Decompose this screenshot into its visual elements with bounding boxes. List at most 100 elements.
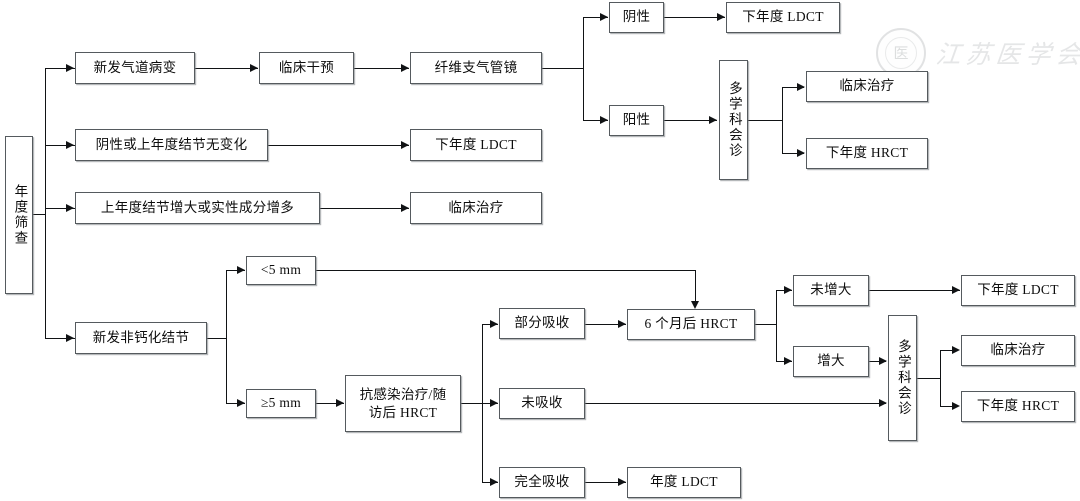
edge-lt5-long [316, 270, 696, 272]
edge-mdt-to-treatment-top [782, 87, 804, 89]
node-label: 下年度 LDCT [977, 282, 1059, 298]
node-next-year-hrct-bottom[interactable]: 下年度 HRCT [961, 391, 1075, 422]
node-positive[interactable]: 阳性 [609, 105, 664, 136]
arrow-to-enlarged [784, 356, 792, 365]
node-label: 阳性 [622, 112, 651, 128]
node-new-noncalcified-nodule[interactable]: 新发非钙化结节 [75, 322, 207, 354]
node-mdt-top[interactable]: 多学科会诊 [719, 60, 748, 180]
node-annual-ldct[interactable]: 年度 LDCT [627, 467, 741, 498]
node-prior-nodule-growth[interactable]: 上年度结节增大或实性成分增多 [75, 192, 320, 224]
arrow-notenlarged-to-ldct [952, 285, 960, 294]
edge-intervention-to-bronchoscopy [354, 68, 409, 70]
node-next-year-hrct-top[interactable]: 下年度 HRCT [806, 138, 928, 169]
arrow-partial-to-hrct6m [618, 319, 626, 328]
node-label: 部分吸收 [514, 315, 570, 331]
edge-to-ge5 [226, 403, 245, 405]
edge-to-positive [583, 120, 608, 122]
node-label: 下年度 HRCT [976, 398, 1060, 414]
edge-mdt-to-treatment-bottom [940, 350, 953, 352]
node-not-enlarged[interactable]: 未增大 [793, 275, 869, 306]
node-label: 下年度 LDCT [435, 136, 517, 152]
node-no-absorption[interactable]: 未吸收 [499, 388, 585, 419]
node-label: 临床治疗 [448, 199, 504, 215]
arrow-noabsorb-to-mdt [879, 398, 887, 407]
edge-noabsorb-to-mdt [585, 403, 886, 405]
node-label: 未增大 [810, 282, 852, 298]
node-label: 增大 [817, 353, 845, 369]
node-mdt-bottom[interactable]: 多学科会诊 [888, 315, 917, 441]
node-label: 临床治疗 [990, 342, 1046, 358]
edge-partial-to-hrct6m [585, 324, 626, 326]
arrow-mdt-to-hrct-bottom [952, 401, 960, 410]
node-label: 完全吸收 [514, 474, 570, 490]
edge-ge5-to-antiinfection [316, 403, 344, 405]
arrow-enlarged-to-mdt [879, 356, 887, 365]
edge-bronchoscopy-split [583, 17, 585, 121]
node-label-line1: 抗感染治疗/随 [359, 386, 447, 402]
node-partial-absorption[interactable]: 部分吸收 [499, 308, 585, 339]
edge-mdt-top-split [782, 87, 784, 154]
edge-positive-to-mdt [664, 120, 717, 122]
arrow-to-bronchoscopy [401, 63, 409, 72]
node-size-lt-5mm[interactable]: <5 mm [246, 256, 316, 285]
node-hrct-6-months[interactable]: 6 个月后 HRCT [627, 309, 755, 340]
edge-to-negative [583, 17, 608, 19]
node-negative[interactable]: 阴性 [609, 2, 664, 33]
arrow-mdt-to-treatment-top [797, 82, 805, 91]
node-enlarged[interactable]: 增大 [793, 346, 869, 377]
edge-antiinfection-out [461, 403, 483, 405]
node-next-year-ldct-2[interactable]: 下年度 LDCT [410, 129, 542, 161]
arrow-lt5-into-hrct6m [691, 301, 699, 309]
edge-negative-to-ldct [664, 17, 725, 19]
arrow-to-intervention [250, 63, 258, 72]
node-next-year-ldct-3[interactable]: 下年度 LDCT [961, 275, 1075, 306]
arrow-ge5-to-antiinfection [336, 398, 344, 407]
edge-stable-to-ldct [268, 145, 409, 147]
edge-growth-to-treatment [320, 208, 409, 210]
node-size-ge-5mm[interactable]: ≥5 mm [246, 389, 316, 418]
edge-notenlarged-to-ldct [869, 290, 960, 292]
arrow-stable-to-ldct [401, 140, 409, 149]
edge-airway-to-intervention [195, 68, 258, 70]
edge-full-to-annual-ldct [585, 482, 626, 484]
node-label: 临床治疗 [839, 78, 895, 94]
node-clinical-treatment-bottom[interactable]: 临床治疗 [961, 335, 1075, 366]
edge-to-growth [45, 208, 75, 210]
edge-to-new-nodule [45, 338, 75, 340]
node-negative-or-stable-nodule[interactable]: 阴性或上年度结节无变化 [75, 129, 268, 161]
arrow-to-growth [66, 203, 74, 212]
node-annual-screening[interactable]: 年度筛查 [5, 136, 33, 294]
arrow-to-airway [66, 63, 74, 72]
node-fiberoptic-bronchoscopy[interactable]: 纤维支气管镜 [410, 52, 542, 84]
edge-hrct6m-split [776, 290, 778, 362]
node-label: 新发非钙化结节 [92, 329, 190, 345]
node-clinical-intervention[interactable]: 临床干预 [259, 52, 354, 84]
edge-mdt-to-hrct-bottom [940, 406, 953, 408]
node-label: 年度筛查 [12, 184, 28, 246]
node-next-year-ldct-1[interactable]: 下年度 LDCT [726, 2, 840, 33]
node-label: 下年度 HRCT [825, 145, 909, 161]
node-label: 临床干预 [278, 59, 335, 75]
node-anti-infection-hrct[interactable]: 抗感染治疗/随 访后 HRCT [345, 375, 461, 432]
node-full-absorption[interactable]: 完全吸收 [499, 467, 585, 498]
arrow-mdt-to-hrct-top [797, 148, 805, 157]
arrow-to-ge5 [237, 398, 245, 407]
node-clinical-treatment-top[interactable]: 临床治疗 [806, 71, 928, 102]
node-clinical-treatment-mid[interactable]: 临床治疗 [410, 192, 542, 224]
node-label: 年度 LDCT [650, 474, 718, 490]
edge-nodule-out [207, 338, 227, 340]
edge-hrct6m-out [755, 324, 777, 326]
arrow-to-positive [600, 115, 608, 124]
node-label: 6 个月后 HRCT [644, 316, 738, 332]
edge-lt5-drop [695, 270, 697, 302]
node-label: 多学科会诊 [726, 81, 742, 159]
arrow-to-partial-absorb [490, 319, 498, 328]
arrow-mdt-to-treatment-bottom [952, 345, 960, 354]
edge-mdt-bottom-split [940, 350, 942, 407]
arrow-to-no-absorb [490, 398, 498, 407]
arrow-growth-to-treatment [401, 203, 409, 212]
edge-root-stub [33, 214, 46, 216]
node-label: 未吸收 [521, 395, 563, 411]
node-new-airway-lesion[interactable]: 新发气道病变 [75, 52, 195, 84]
